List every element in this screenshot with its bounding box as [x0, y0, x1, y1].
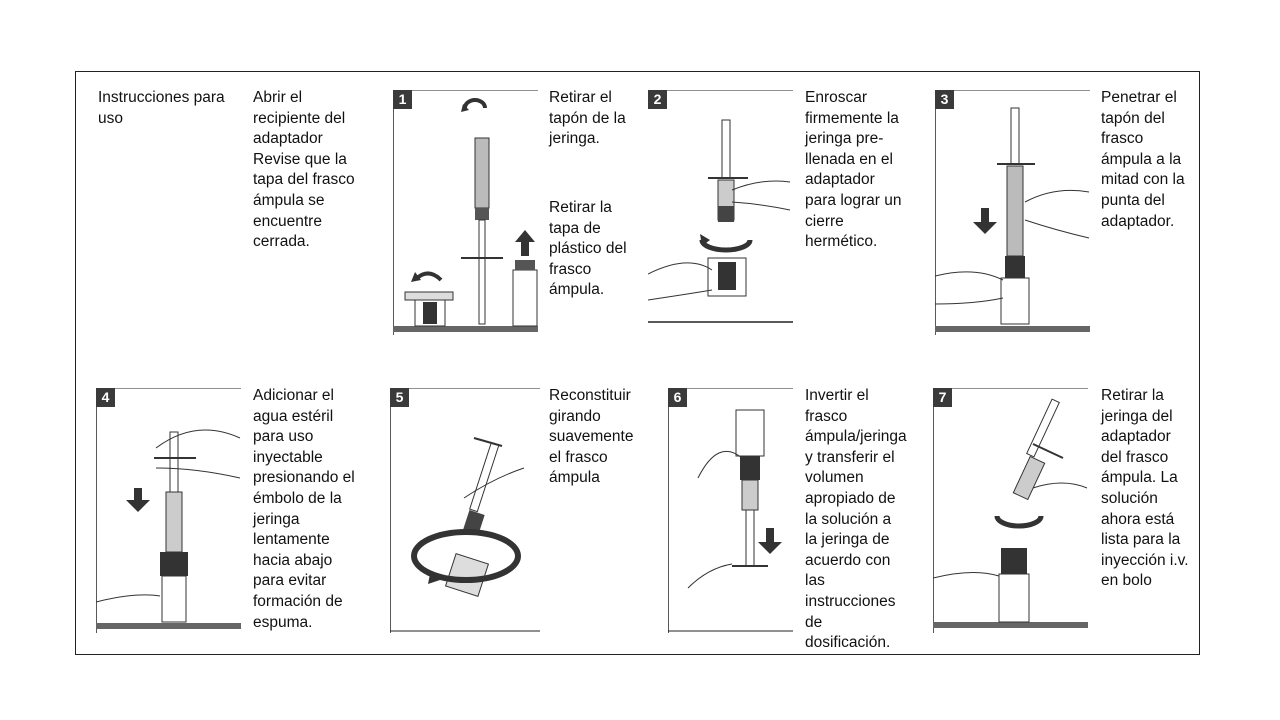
step-2-illustration: 2 — [648, 90, 793, 325]
step-6-badge: 6 — [668, 388, 687, 407]
step-7-badge: 7 — [933, 388, 952, 407]
step-7-text: Retirar la jeringa del adaptador del fra… — [1101, 387, 1189, 590]
intro-text: Abrir el recipiente del adaptador Revise… — [253, 89, 355, 251]
step-1-badge: 1 — [393, 90, 412, 109]
instructions-frame — [75, 71, 1200, 655]
step-1-text: Retirar el tapón de la jeringa. — [549, 89, 626, 148]
step-4-illustration: 4 — [96, 388, 241, 633]
step-3-illustration: 3 — [935, 90, 1090, 335]
step-4-badge: 4 — [96, 388, 115, 407]
heading: Instrucciones para uso — [98, 89, 225, 127]
step-5-text: Reconstituir girando suavemente el frasc… — [549, 387, 634, 487]
step-6-text: Invertir el frasco ámpula/jeringa y tran… — [805, 387, 907, 652]
step-4-text: Adicionar el agua estéril para uso inyec… — [253, 387, 355, 631]
step-7-illustration: 7 — [933, 388, 1088, 633]
step-5-illustration: 5 — [390, 388, 540, 633]
step-1-illustration: 1 — [393, 90, 538, 335]
step-6-illustration: 6 — [668, 388, 793, 633]
step-2-badge: 2 — [648, 90, 667, 109]
step-5-badge: 5 — [390, 388, 409, 407]
step-1-text-secondary: Retirar la tapa de plástico del frasco á… — [549, 199, 627, 299]
step-3-badge: 3 — [935, 90, 954, 109]
step-3-text: Penetrar el tapón del frasco ámpula a la… — [1101, 89, 1185, 230]
step-2-text: Enroscar firmemente la jeringa pre- llen… — [805, 89, 902, 251]
